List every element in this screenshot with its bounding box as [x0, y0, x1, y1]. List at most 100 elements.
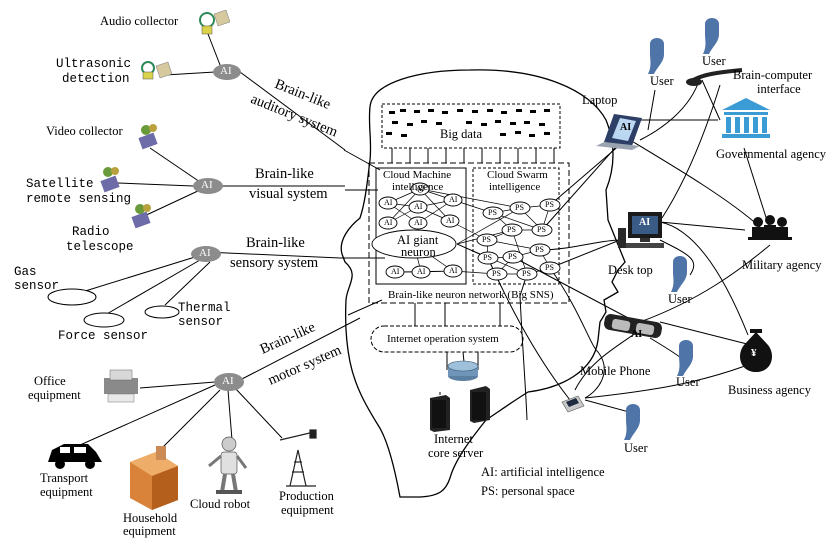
oil-pump-icon	[279, 429, 317, 487]
cloud-swarm-box	[472, 167, 560, 285]
bci-label-2: interface	[757, 82, 801, 96]
transport-equipment-label-1: Transport	[40, 471, 89, 485]
cloud-swarm-label-1: Cloud Swarm	[487, 169, 548, 181]
ai-neuron-7-label: AI	[446, 216, 455, 225]
ai-hub-label-auditory: AI	[220, 65, 232, 77]
thermal-sensor-label-2: sensor	[178, 315, 224, 329]
video-collector-label: Video collector	[46, 124, 123, 138]
ps-neuron-1-label: PS	[488, 208, 497, 217]
input-links	[79, 33, 361, 449]
head-outline	[340, 69, 626, 498]
core-server-label-1: Internet	[434, 432, 473, 446]
thermal-sensor-shape	[144, 305, 180, 319]
ps-neuron-6-label: PS	[482, 235, 491, 244]
printer-icon	[104, 369, 138, 403]
audio-collector-label: Audio collector	[100, 14, 179, 28]
ps-neuron-10-label: PS	[492, 269, 501, 278]
business-label: Business agency	[728, 383, 811, 397]
ai-neuron-9	[411, 265, 431, 279]
data-links	[391, 148, 555, 163]
ai-neuron-9-label: AI	[417, 267, 426, 276]
mobile-phone-icon	[561, 395, 585, 413]
gas-sensor-label-1: Gas	[14, 265, 37, 279]
user-label-2: User	[702, 54, 726, 68]
gas-sensor-label-2: sensor	[14, 279, 60, 293]
radio-telescope-icon	[131, 204, 151, 229]
user-label-4: User	[676, 375, 700, 389]
ps-neuron-10	[486, 267, 508, 281]
router-icon	[447, 360, 479, 381]
ps-neuron-3-label: PS	[545, 200, 554, 209]
user-icon	[703, 18, 719, 54]
user-icon	[648, 38, 664, 74]
ai-neuron-10-label: AI	[449, 266, 458, 275]
cloud-swarm-label-2: intelligence	[489, 181, 541, 193]
household-equipment-label-2: equipment	[123, 524, 176, 538]
ai-hub-motor	[214, 373, 244, 391]
ps-neuron-11	[516, 267, 538, 281]
ps-neuron-2-label: PS	[515, 203, 524, 212]
cloud-machine-label-2: intelligence	[392, 181, 444, 193]
visual-system-label-1: Brain-like	[255, 166, 314, 182]
ps-neuron-12-label: PS	[545, 263, 554, 272]
office-equipment-label-2: equipment	[28, 388, 81, 402]
giant-neuron-label-2: neuron	[401, 245, 436, 259]
legend-ai: AI: artificial intelligence	[481, 465, 605, 479]
household-equipment-label-1: Household	[123, 511, 178, 525]
ai-neuron-6	[408, 216, 428, 230]
ai-neuron-8	[385, 265, 405, 279]
user-label-5: User	[624, 441, 648, 455]
legend-ps: PS: personal space	[481, 484, 575, 498]
ps-neuron-4-label: PS	[507, 225, 516, 234]
satellite-label-2: remote sensing	[26, 192, 132, 206]
ai-neuron-4-label: AI	[414, 202, 423, 211]
thermal-sensor-label-1: Thermal	[178, 301, 231, 315]
ai-neuron-3	[443, 193, 463, 207]
ultrasonic-label-2: detection	[62, 72, 130, 86]
ai-hub-sensory	[191, 246, 221, 262]
ai-hub-label-sensory: AI	[199, 247, 211, 259]
network-label: Brain-like neuron network (Big SNS)	[388, 289, 554, 301]
big-data-label: Big data	[440, 127, 483, 141]
ai-hub-label-visual: AI	[201, 179, 213, 191]
ps-neuron-7	[477, 251, 499, 265]
agent-links	[574, 77, 771, 416]
desktop-icon	[618, 212, 664, 248]
transport-equipment-label-2: equipment	[40, 485, 93, 499]
ai-neuron-2-label: AI	[416, 184, 425, 193]
ai-neuron-7	[440, 214, 460, 228]
desktop-label: Desk top	[608, 263, 653, 277]
cloud-machine-label-1: Cloud Machine	[383, 169, 452, 181]
satellite-icon	[100, 167, 120, 193]
user-icon	[677, 340, 693, 376]
force-sensor-label: Force sensor	[58, 329, 149, 343]
giant-neuron-label-1: AI giant	[397, 233, 439, 247]
user-icon	[671, 256, 687, 292]
car-icon	[48, 444, 102, 469]
ps-neuron-11-label: PS	[522, 269, 531, 278]
ultrasonic-icon	[141, 61, 173, 80]
ai-neuron-5-label: AI	[384, 218, 393, 227]
laptop-label: Laptop	[582, 93, 618, 107]
desktop-ai-badge: AI	[639, 217, 651, 228]
sensory-system-label-2: sensory system	[230, 255, 319, 271]
household-box-icon	[130, 446, 178, 510]
ai-neuron-6-label: AI	[414, 218, 423, 227]
user-label-1: User	[650, 74, 674, 88]
ps-neuron-2	[509, 201, 531, 215]
military-label: Military agency	[742, 258, 822, 272]
ai-neuron-4	[408, 200, 428, 214]
robot-icon	[208, 436, 248, 494]
headset-ai-badge: AI	[631, 329, 643, 340]
ps-neuron-5-label: PS	[537, 225, 546, 234]
ps-neuron-9-label: PS	[535, 245, 544, 254]
ps-neuron-6	[476, 233, 498, 247]
video-camera-icon	[138, 124, 158, 150]
server-left-icon	[430, 395, 450, 432]
sensory-system-label-1: Brain-like	[246, 235, 305, 251]
government-building-icon	[722, 98, 770, 138]
laptop-icon	[596, 114, 642, 150]
ai-giant-neuron	[371, 229, 457, 259]
big-data-dots	[386, 109, 550, 137]
